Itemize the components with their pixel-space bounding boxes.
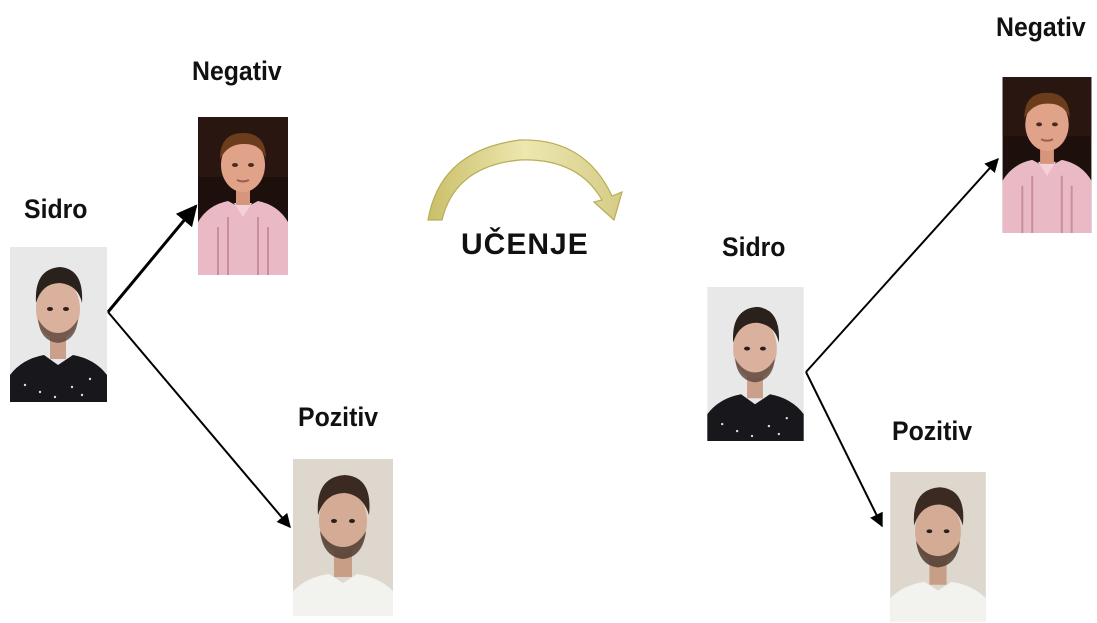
right-positive-arrow <box>805 371 883 528</box>
left-negative-arrow <box>106 204 198 313</box>
right-negative-photo <box>1002 77 1092 233</box>
right-anchor-photo <box>707 287 804 441</box>
learning-label: UČENJE <box>461 228 589 261</box>
left-negative-photo <box>198 117 288 275</box>
left-positive-photo <box>293 459 393 616</box>
right-positive-photo <box>888 472 988 622</box>
left-anchor-label: Sidro <box>24 194 88 224</box>
left-negative-label: Negativ <box>192 56 282 86</box>
left-positive-label: Pozitiv <box>298 402 379 432</box>
right-negative-label: Negativ <box>996 12 1086 42</box>
right-anchor-label: Sidro <box>722 232 786 262</box>
right-negative-arrow <box>805 157 999 373</box>
learning-curve-arrow <box>427 139 623 222</box>
right-positive-label: Pozitiv <box>892 416 973 446</box>
left-positive-arrow <box>107 311 291 529</box>
left-anchor-photo <box>10 247 107 402</box>
